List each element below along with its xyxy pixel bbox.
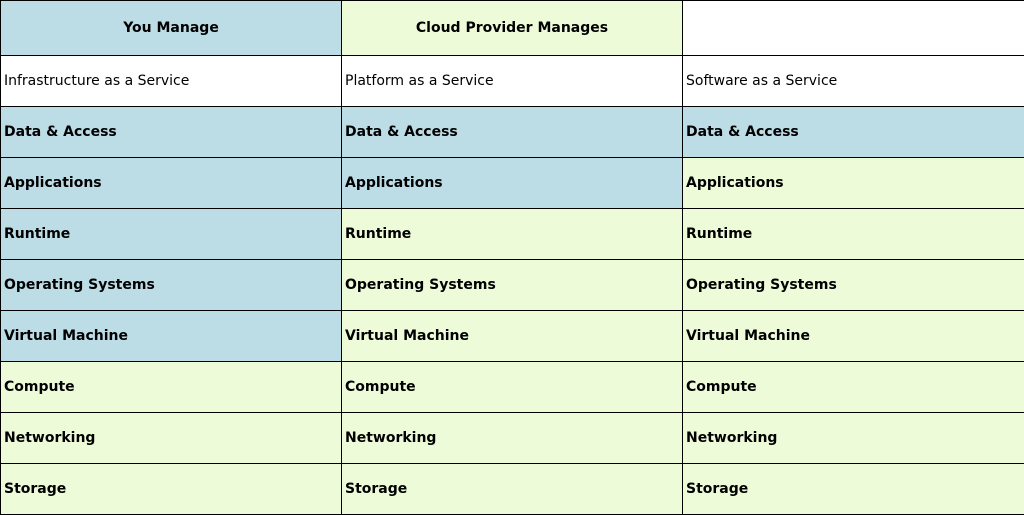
model-header-saas: Software as a Service: [683, 56, 1024, 107]
layer-cell: Storage: [683, 464, 1024, 515]
legend-row: You Manage Cloud Provider Manages: [1, 1, 1024, 56]
layer-cell: Networking: [342, 413, 683, 464]
layer-cell: Networking: [1, 413, 342, 464]
layer-row-data-access: Data & Access Data & Access Data & Acces…: [1, 107, 1024, 158]
layer-cell: Data & Access: [683, 107, 1024, 158]
legend-blank-cell: [683, 1, 1024, 56]
layer-row-runtime: Runtime Runtime Runtime: [1, 209, 1024, 260]
layer-row-storage: Storage Storage Storage: [1, 464, 1024, 515]
layer-cell: Operating Systems: [683, 260, 1024, 311]
layer-cell: Storage: [1, 464, 342, 515]
layer-cell: Storage: [342, 464, 683, 515]
layer-row-operating-systems: Operating Systems Operating Systems Oper…: [1, 260, 1024, 311]
layer-cell: Virtual Machine: [683, 311, 1024, 362]
layer-cell: Virtual Machine: [342, 311, 683, 362]
layer-cell: Compute: [683, 362, 1024, 413]
layer-cell: Virtual Machine: [1, 311, 342, 362]
model-header-iaas: Infrastructure as a Service: [1, 56, 342, 107]
layer-cell: Data & Access: [342, 107, 683, 158]
layer-row-applications: Applications Applications Applications: [1, 158, 1024, 209]
layer-cell: Operating Systems: [1, 260, 342, 311]
layer-cell: Applications: [683, 158, 1024, 209]
layer-cell: Runtime: [1, 209, 342, 260]
layer-row-networking: Networking Networking Networking: [1, 413, 1024, 464]
service-model-row: Infrastructure as a Service Platform as …: [1, 56, 1024, 107]
legend-you-manage: You Manage: [1, 1, 342, 56]
layer-cell: Data & Access: [1, 107, 342, 158]
legend-cloud-provider-manages: Cloud Provider Manages: [342, 1, 683, 56]
layer-cell: Runtime: [342, 209, 683, 260]
layer-cell: Operating Systems: [342, 260, 683, 311]
layer-cell: Runtime: [683, 209, 1024, 260]
layer-cell: Compute: [1, 362, 342, 413]
model-header-paas: Platform as a Service: [342, 56, 683, 107]
layer-cell: Applications: [342, 158, 683, 209]
layer-cell: Applications: [1, 158, 342, 209]
layer-cell: Compute: [342, 362, 683, 413]
layer-row-virtual-machine: Virtual Machine Virtual Machine Virtual …: [1, 311, 1024, 362]
layer-row-compute: Compute Compute Compute: [1, 362, 1024, 413]
layer-cell: Networking: [683, 413, 1024, 464]
